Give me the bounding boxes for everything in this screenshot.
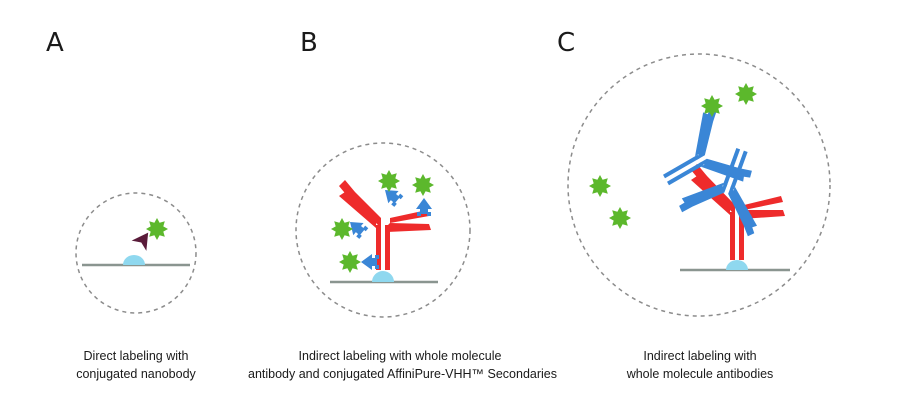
panel-c-caption-line-2: whole molecule antibodies: [626, 367, 774, 381]
panel-b-primary-antibody: [339, 180, 431, 270]
panel-b-fluorophore-1: [378, 170, 400, 192]
panel-a-antigen: [123, 255, 145, 265]
panel-a-nanobody: [131, 232, 149, 251]
panel-a: [75, 192, 197, 314]
panel-b-caption-line-2: antibody and conjugated AffiniPure-VHH™ …: [248, 367, 557, 381]
panel-c-boundary-circle: [567, 53, 831, 317]
panel-c-letter: C: [557, 28, 576, 58]
panel-a-caption-line-1: Direct labeling with: [83, 349, 189, 363]
panel-c: [567, 53, 831, 317]
panel-c-fluorophore-4: [609, 207, 631, 229]
panel-c-caption: Indirect labeling with whole molecule an…: [620, 347, 780, 383]
panel-b-antigen: [372, 271, 394, 282]
panel-b-vhh-3: [416, 198, 432, 216]
panel-c-fluorophore-2: [735, 83, 757, 105]
panel-b-fluorophore-4: [339, 251, 361, 273]
panel-c-fluorophore-3: [589, 175, 611, 197]
panel-c-fluorophore-1: [701, 95, 723, 117]
panel-b-fluorophore-2: [412, 174, 434, 196]
panel-a-caption-line-2: conjugated nanobody: [76, 367, 196, 381]
panel-b-caption-line-1: Indirect labeling with whole molecule: [298, 349, 502, 363]
panel-b-boundary-circle: [295, 142, 471, 318]
panel-b-caption: Indirect labeling with whole molecule an…: [248, 347, 557, 383]
panel-a-fluorophore: [146, 218, 168, 240]
panel-b: [295, 142, 471, 318]
panel-c-secondary-antibody-2: [679, 147, 758, 237]
panel-b-fluorophore-3: [331, 218, 353, 240]
panel-c-caption-line-1: Indirect labeling with: [643, 349, 757, 363]
panel-b-vhh-4: [361, 254, 379, 270]
panel-a-caption: Direct labeling with conjugated nanobody: [56, 347, 216, 383]
panel-b-letter: B: [300, 28, 318, 58]
panel-c-antigen: [726, 260, 748, 270]
panel-a-boundary-circle: [75, 192, 197, 314]
panel-a-letter: A: [46, 28, 64, 58]
